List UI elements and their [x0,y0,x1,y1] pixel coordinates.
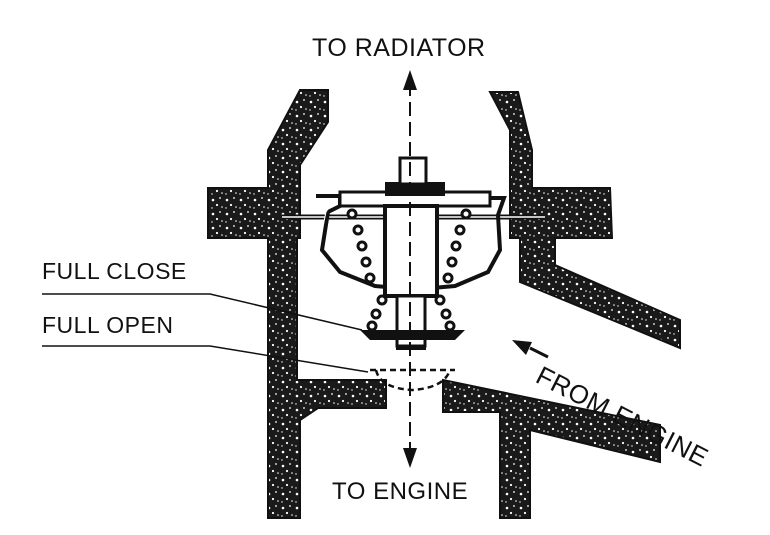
full-open-label: FULL OPEN [42,312,174,338]
spring-right [442,208,472,284]
spring-left [346,208,376,284]
valve-full-open [370,368,455,392]
full-close-label: FULL CLOSE [42,258,187,284]
to-radiator-label: TO RADIATOR [312,34,486,62]
valve-full-close [360,330,465,340]
lower-right-wall [442,378,661,519]
spring-lower [366,294,456,332]
to-engine-label: TO ENGINE [332,478,469,505]
leader-full-close [42,293,363,331]
arrow-up-icon [403,70,417,90]
left-housing-wall [207,89,387,519]
from-engine-arrow [529,346,549,359]
arrow-left-icon [512,340,532,355]
arrow-down-icon [403,448,417,468]
right-housing-wall [488,91,681,350]
leader-full-open [42,345,369,373]
